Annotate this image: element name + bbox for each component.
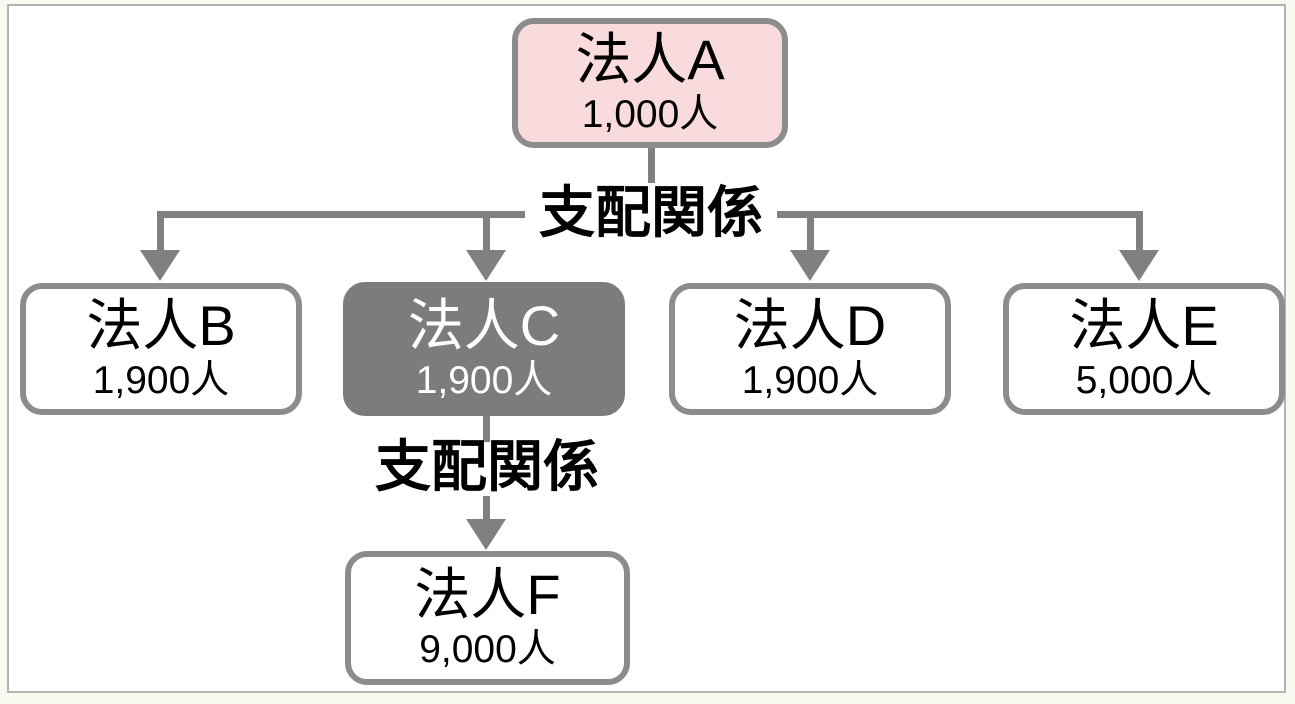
connector-drop-b — [157, 211, 164, 251]
arrowhead-to-b-icon — [140, 250, 180, 281]
arrowhead-to-f-icon — [466, 519, 506, 550]
node-corp-b-count: 1,900人 — [92, 359, 230, 402]
node-corp-d-title: 法人D — [733, 294, 887, 357]
connector-drop-c — [483, 211, 490, 251]
relationship-label-bottom: 支配関係 — [375, 435, 599, 498]
node-corp-d: 法人D 1,900人 — [669, 283, 951, 415]
node-corp-d-count: 1,900人 — [741, 359, 879, 402]
node-corp-b: 法人B 1,900人 — [20, 283, 302, 415]
connector-c-stub — [483, 414, 490, 442]
connector-drop-d — [807, 211, 814, 251]
connector-a-stub — [648, 148, 655, 184]
node-corp-e-count: 5,000人 — [1075, 359, 1213, 402]
node-corp-f-title: 法人F — [414, 563, 561, 626]
node-corp-c: 法人C 1,900人 — [343, 282, 625, 416]
arrowhead-to-c-icon — [466, 250, 506, 281]
node-corp-b-title: 法人B — [86, 294, 236, 357]
node-corp-c-title: 法人C — [407, 294, 561, 357]
connector-f-stub — [483, 496, 490, 519]
node-corp-a-title: 法人A — [575, 28, 725, 91]
arrowhead-to-e-icon — [1119, 250, 1159, 281]
node-corp-a: 法人A 1,000人 — [512, 18, 788, 148]
node-corp-e-title: 法人E — [1069, 294, 1219, 357]
node-corp-e: 法人E 5,000人 — [1003, 283, 1285, 415]
arrowhead-to-d-icon — [790, 250, 830, 281]
node-corp-a-count: 1,000人 — [581, 93, 719, 136]
connector-drop-e — [1136, 211, 1143, 251]
node-corp-f-count: 9,000人 — [419, 628, 556, 671]
relationship-label-top: 支配関係 — [525, 183, 777, 243]
node-corp-c-count: 1,900人 — [415, 359, 553, 402]
node-corp-f: 法人F 9,000人 — [345, 551, 630, 685]
